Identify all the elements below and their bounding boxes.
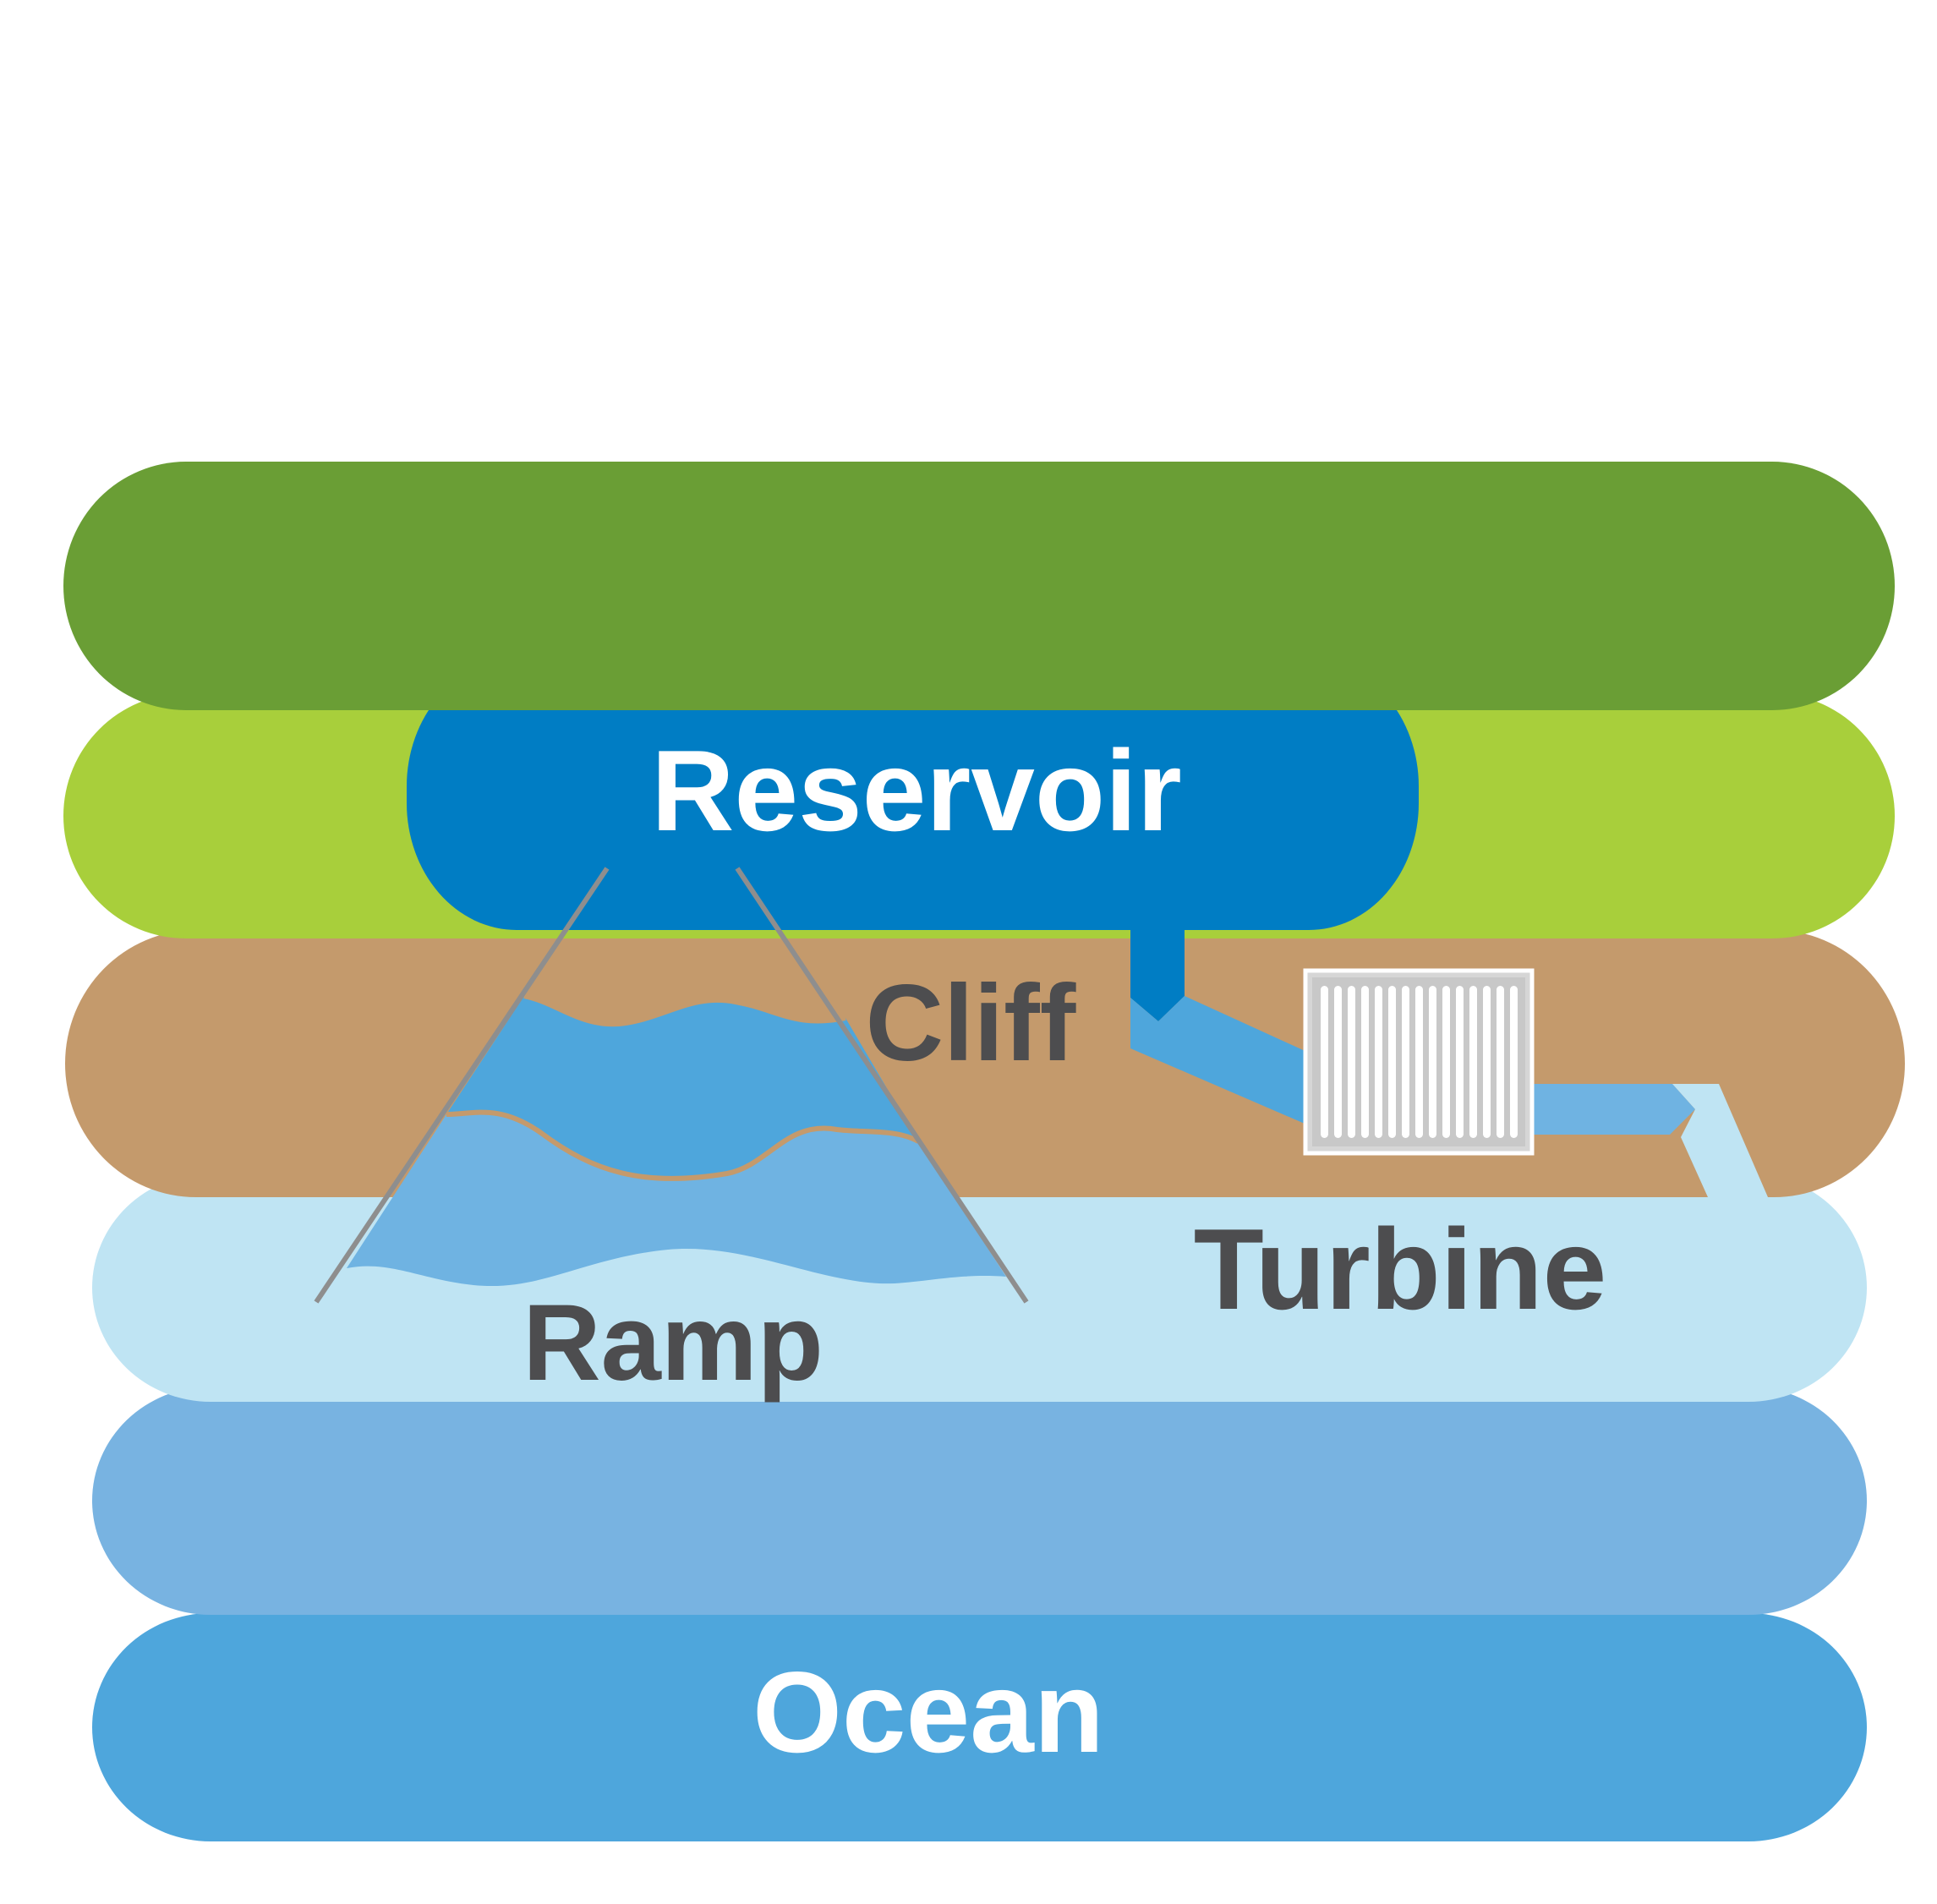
turbine-slat: [1415, 986, 1423, 1138]
turbine-slat: [1497, 986, 1504, 1138]
outflow-channel: [1672, 1084, 1768, 1197]
reservoir-label: Reservoir: [651, 726, 1181, 855]
top-green-band: [63, 462, 1895, 710]
turbine-label: Turbine: [1194, 1205, 1607, 1333]
turbine-slat: [1483, 986, 1491, 1138]
reservoir-pool: [407, 659, 1419, 930]
mid-blue-band: [92, 1387, 1867, 1615]
downpipe: [1130, 928, 1185, 1021]
turbine-slat: [1402, 986, 1409, 1138]
ocean-band: [92, 1613, 1867, 1841]
turbine-slat: [1375, 986, 1382, 1138]
turbine-slat: [1361, 986, 1369, 1138]
turbine-slat: [1510, 986, 1518, 1138]
turbine-icon: [1303, 968, 1535, 1156]
ramp-upper-water: [446, 996, 918, 1179]
turbine-slat: [1348, 986, 1355, 1138]
ocean-label: Ocean: [752, 1648, 1104, 1776]
ramp-left-rail: [314, 867, 610, 1304]
turbine-slat: [1442, 986, 1450, 1138]
turbine-slat: [1388, 986, 1396, 1138]
turbine-slat: [1334, 986, 1342, 1138]
ramp-middle-wave: [446, 1109, 920, 1181]
turbine-slat: [1469, 986, 1477, 1138]
outflow-pipe: [1530, 1084, 1695, 1135]
penstock: [1130, 996, 1310, 1126]
turbine-slat: [1456, 986, 1464, 1138]
turbine-slat: [1321, 986, 1328, 1138]
ramp-label: Ramp: [523, 1283, 823, 1403]
cliff-label: Cliff: [866, 963, 1076, 1084]
ramp-upper-wave: [523, 993, 846, 1027]
ramp-lower-water: [347, 1112, 1006, 1287]
ramp-right-rail: [735, 867, 1029, 1304]
turbine-slat: [1429, 986, 1436, 1138]
